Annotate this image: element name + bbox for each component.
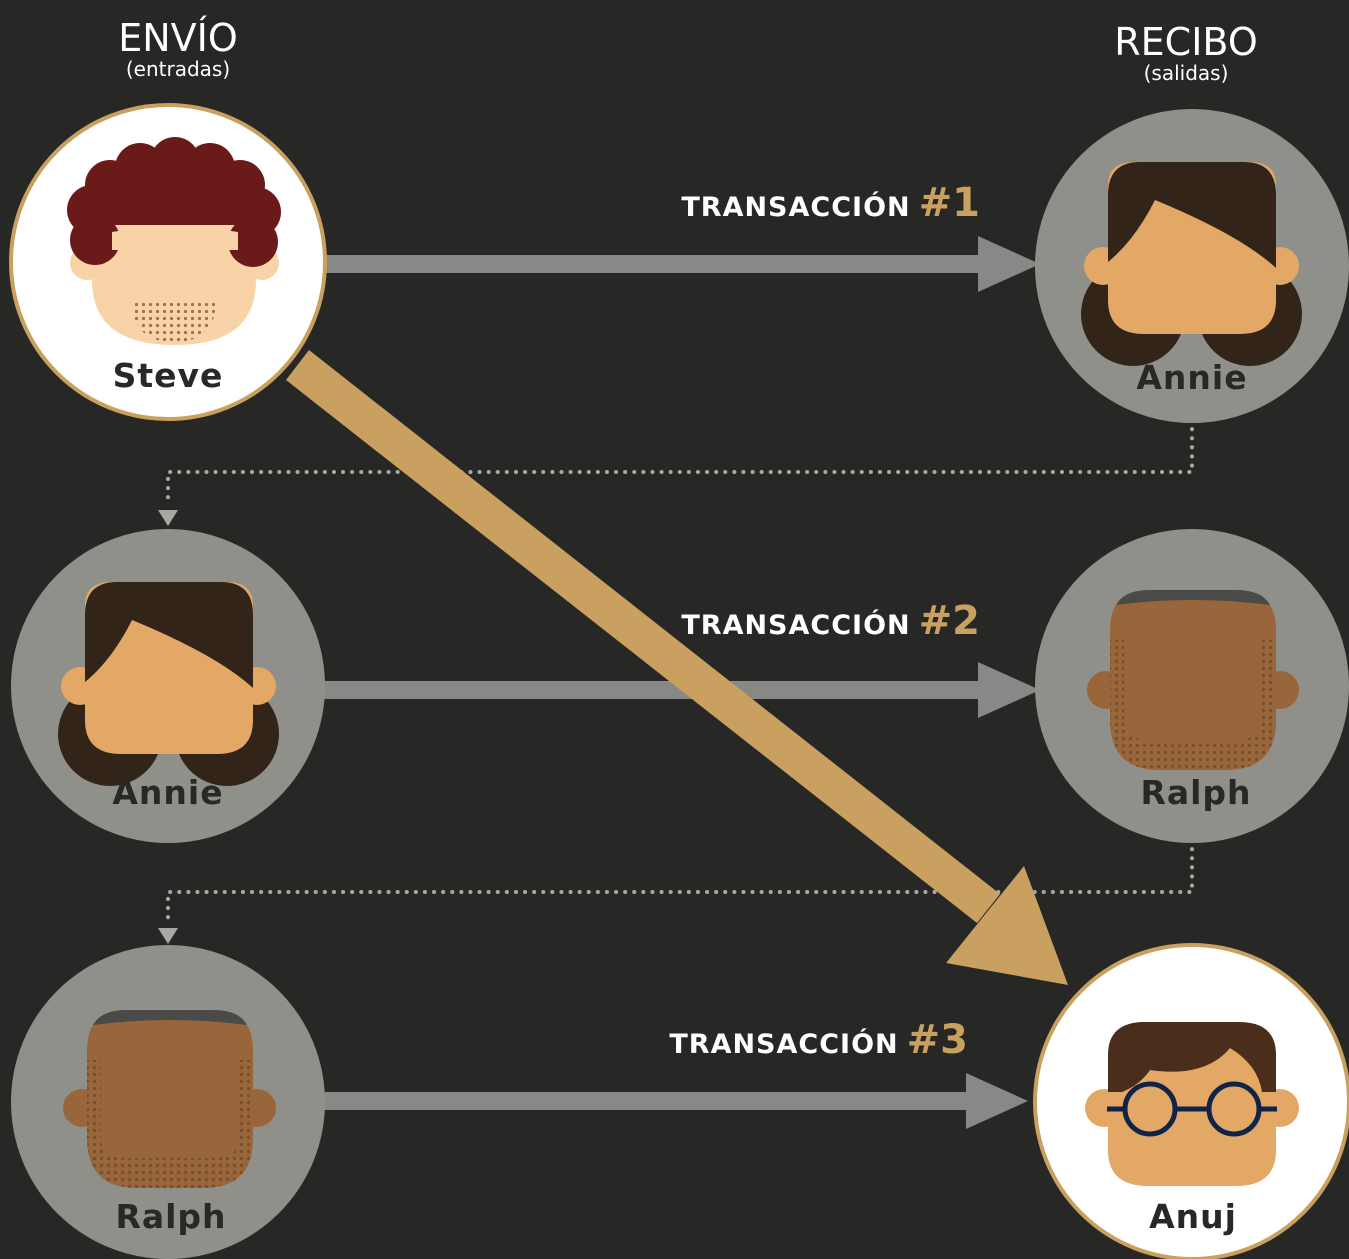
name-ralph-sender: Ralph (115, 1197, 227, 1236)
transaction-1-number: #1 (918, 180, 980, 226)
transaction-3-number: #3 (906, 1017, 968, 1063)
dotted-connector-annie (166, 418, 1194, 507)
avatar-annie-recipient (1035, 109, 1349, 423)
avatar-annie-sender (11, 529, 325, 843)
transaction-1-word: TRANSACCIÓN (681, 192, 911, 223)
curly-hair-icon (67, 137, 281, 267)
send-column-header: ENVÍO (entradas) (48, 18, 308, 80)
transaction-label-1: TRANSACCIÓN#1 (620, 180, 980, 226)
highlight-arrow-steve-to-anuj (286, 350, 1068, 985)
transaction-2-number: #2 (918, 598, 980, 644)
arrow-transaction-2 (320, 662, 1040, 718)
transaction-label-2: TRANSACCIÓN#2 (620, 598, 980, 644)
transaction-2-word: TRANSACCIÓN (681, 610, 911, 641)
send-subtitle: (entradas) (125, 57, 231, 81)
name-anuj: Anuj (1149, 1197, 1237, 1236)
glasses-icon (1107, 1081, 1277, 1137)
receive-title: RECIBO (1114, 20, 1258, 64)
name-annie-recipient: Annie (1136, 358, 1248, 397)
avatar-ralph-recipient (1035, 529, 1349, 843)
receive-column-header: RECIBO (salidas) (1056, 22, 1316, 84)
avatar-anuj (1033, 943, 1349, 1259)
arrow-transaction-1 (320, 236, 1040, 292)
avatar-steve (9, 103, 327, 421)
arrow-transaction-3 (320, 1073, 1028, 1129)
receive-subtitle: (salidas) (1143, 61, 1229, 85)
name-steve: Steve (112, 356, 224, 395)
send-title: ENVÍO (118, 16, 238, 60)
name-ralph-recipient: Ralph (1140, 773, 1252, 812)
transaction-3-word: TRANSACCIÓN (669, 1029, 899, 1060)
dotted-arrowhead-annie (158, 510, 178, 526)
transaction-label-3: TRANSACCIÓN#3 (608, 1017, 968, 1063)
dotted-connector-ralph (166, 838, 1194, 927)
dotted-arrowhead-ralph (158, 928, 178, 944)
avatar-ralph-sender (11, 945, 325, 1259)
name-annie-sender: Annie (112, 773, 224, 812)
